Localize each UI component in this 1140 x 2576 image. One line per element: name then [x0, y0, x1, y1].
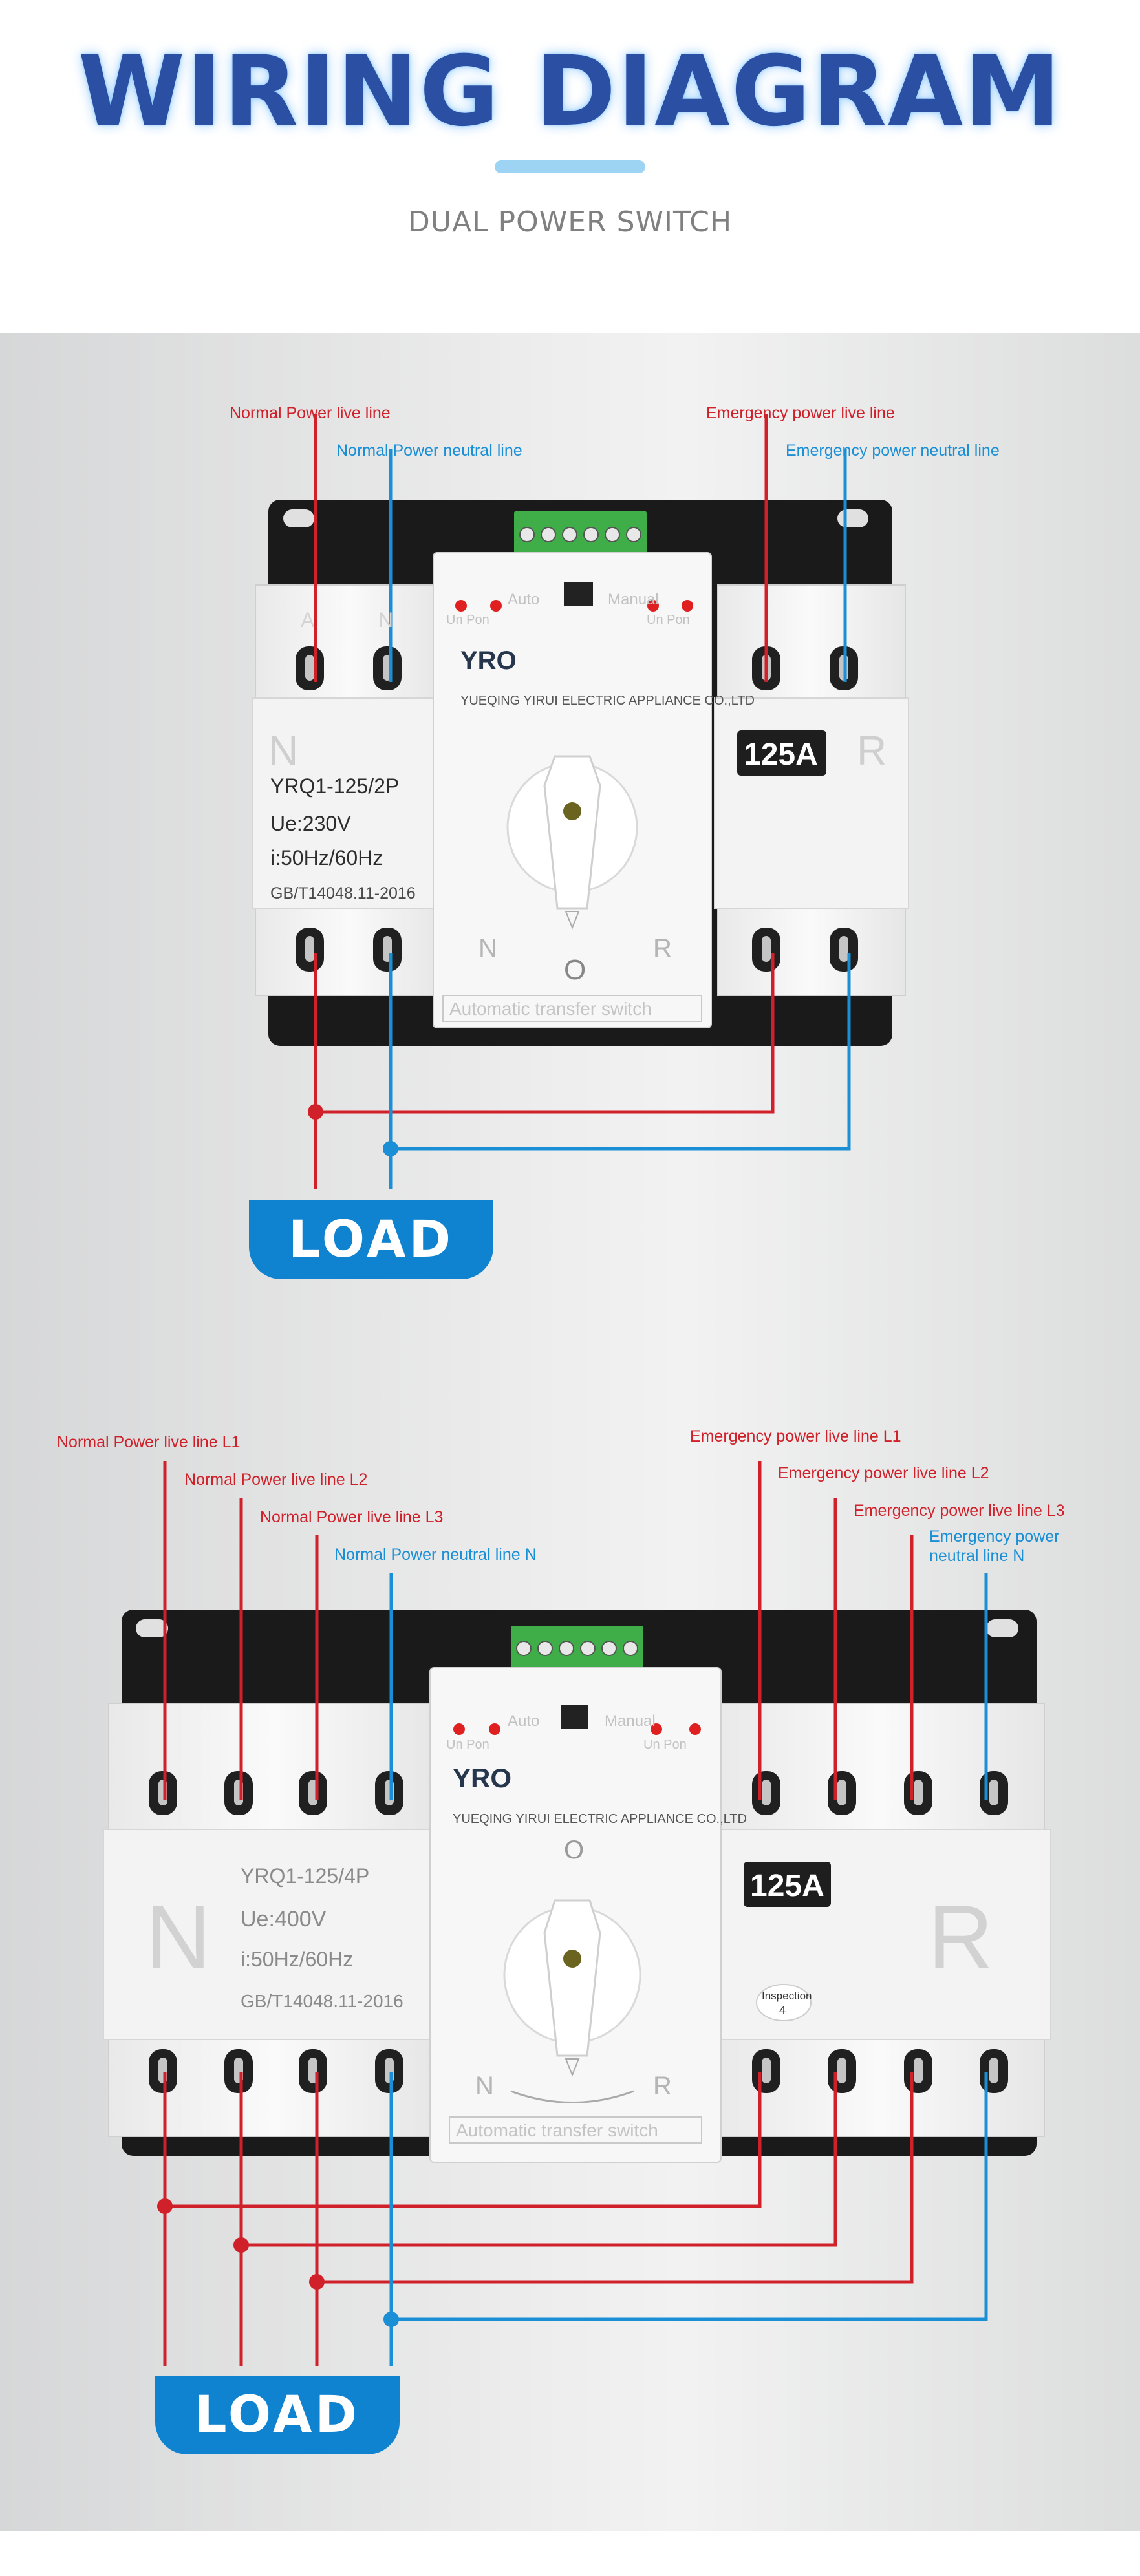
label-normal-l1: Normal Power live line L1	[57, 1433, 241, 1451]
device-text: Automatic transfer switch	[449, 999, 652, 1019]
wire-out-l2-bridge	[241, 2072, 837, 2247]
load-button: LOAD	[249, 1200, 493, 1279]
rating-badge	[737, 730, 826, 776]
label-emergency-l3: Emergency power live line L3	[854, 1502, 1065, 1520]
device-text: R	[653, 934, 672, 963]
terminal-block	[514, 511, 647, 557]
diagram-2p-panel: YRO YUEQING YIRUI ELECTRIC APPLIANCE CO.…	[0, 333, 1140, 1354]
label-normal-neutral: Normal Power neutral line N	[334, 1546, 537, 1564]
title-underline	[495, 160, 645, 173]
label-emergency-neutral-line1: Emergency power	[929, 1528, 1060, 1546]
device-text: O	[564, 954, 586, 986]
load-button: LOAD	[155, 2376, 400, 2454]
brand-logo: YRO	[453, 1763, 511, 1793]
device-text: N	[268, 727, 298, 774]
device-text: Manual	[608, 591, 659, 608]
wire-out-neutral-bridge	[391, 953, 851, 1151]
label-normal-live: Normal Power live line	[230, 404, 391, 422]
page-title: WIRING DIAGRAM	[78, 36, 1062, 148]
device-text: YUEQING YIRUI ELECTRIC APPLIANCE CO.,LTD	[460, 694, 755, 708]
label-emergency-l2: Emergency power live line L2	[778, 1464, 989, 1482]
device-text: i:50Hz/60Hz	[241, 1948, 353, 1971]
device-text: Auto	[508, 1712, 539, 1730]
brand-logo: YRO	[460, 646, 517, 675]
junction-l1	[157, 2198, 173, 2214]
device-text: Manual	[605, 1712, 656, 1730]
junction-neutral	[383, 1141, 398, 1156]
page-subtitle: DUAL POWER SWITCH	[407, 206, 733, 239]
device-text: Un Pon	[647, 613, 690, 627]
device-text: YUEQING YIRUI ELECTRIC APPLIANCE CO.,LTD	[453, 1812, 747, 1826]
diagram-2p-drawing: YRO YUEQING YIRUI ELECTRIC APPLIANCE CO.…	[252, 414, 909, 1189]
device-text: GB/T14048.11-2016	[241, 1991, 403, 2011]
label-normal-l2: Normal Power live line L2	[184, 1471, 368, 1489]
auto-manual-switch	[564, 582, 593, 606]
device-text: Ue:400V	[241, 1907, 327, 1932]
label-emergency-neutral-line2: neutral line N	[929, 1547, 1025, 1565]
device-text: Un Pon	[446, 1738, 489, 1752]
device-text: 125A	[744, 738, 818, 772]
label-emergency-live: Emergency power live line	[706, 404, 895, 422]
device-text: Un Pon	[446, 613, 489, 627]
device-text: Ue:230V	[270, 812, 351, 835]
device-text: N	[378, 608, 393, 632]
diagram-4p-drawing: YRO YUEQING YIRUI ELECTRIC APPLIANCE CO.…	[103, 1461, 1051, 2366]
selector-handle	[543, 1899, 601, 2057]
junction-l2	[233, 2237, 249, 2253]
label-emergency-l1: Emergency power live line L1	[690, 1427, 901, 1445]
bottom-band	[0, 2531, 1140, 2576]
diagram-4p-panel: YRO YUEQING YIRUI ELECTRIC APPLIANCE CO.…	[0, 1354, 1140, 2531]
device-text: R	[857, 727, 887, 774]
auto-manual-switch	[561, 1705, 588, 1729]
junction-live	[308, 1104, 323, 1120]
label-normal-neutral: Normal Power neutral line	[336, 442, 522, 460]
wire-out-live-bridge	[316, 953, 775, 1114]
wire-out-neutral-bridge	[391, 2072, 988, 2321]
device-text: Auto	[508, 591, 539, 608]
device-text: R	[653, 2072, 672, 2100]
device-text: Un Pon	[643, 1738, 687, 1752]
device-text: i:50Hz/60Hz	[270, 846, 383, 869]
device-text: N	[479, 934, 497, 963]
device-text: N	[475, 2072, 494, 2100]
device-text: 125A	[750, 1869, 824, 1903]
junction-neutral	[383, 2312, 399, 2327]
rating-badge	[744, 1862, 831, 1907]
label-normal-l3: Normal Power live line L3	[260, 1508, 444, 1526]
device-text: 4	[779, 2004, 786, 2017]
device-text: Automatic transfer switch	[456, 2120, 658, 2140]
device-text: GB/T14048.11-2016	[270, 884, 416, 902]
device-text: R	[928, 1886, 993, 1988]
wire-out-l1-bridge	[165, 2072, 762, 2208]
terminal-block	[511, 1626, 643, 1670]
junction-l3	[309, 2274, 325, 2290]
label-emergency-neutral: Emergency power neutral line	[786, 442, 1000, 460]
device-text: YRQ1-125/2P	[270, 774, 399, 798]
device-text: N	[145, 1886, 211, 1988]
device-text: A	[301, 608, 315, 632]
wire-out-l3-bridge	[317, 2072, 914, 2284]
inspection-sticker	[756, 1984, 812, 2021]
device-text: YRQ1-125/4P	[241, 1864, 369, 1888]
device-text: Inspection	[762, 1990, 812, 2002]
device-text: O	[564, 1836, 584, 1864]
selector-handle	[543, 755, 601, 910]
header: WIRING DIAGRAM DUAL POWER SWITCH	[0, 0, 1140, 333]
